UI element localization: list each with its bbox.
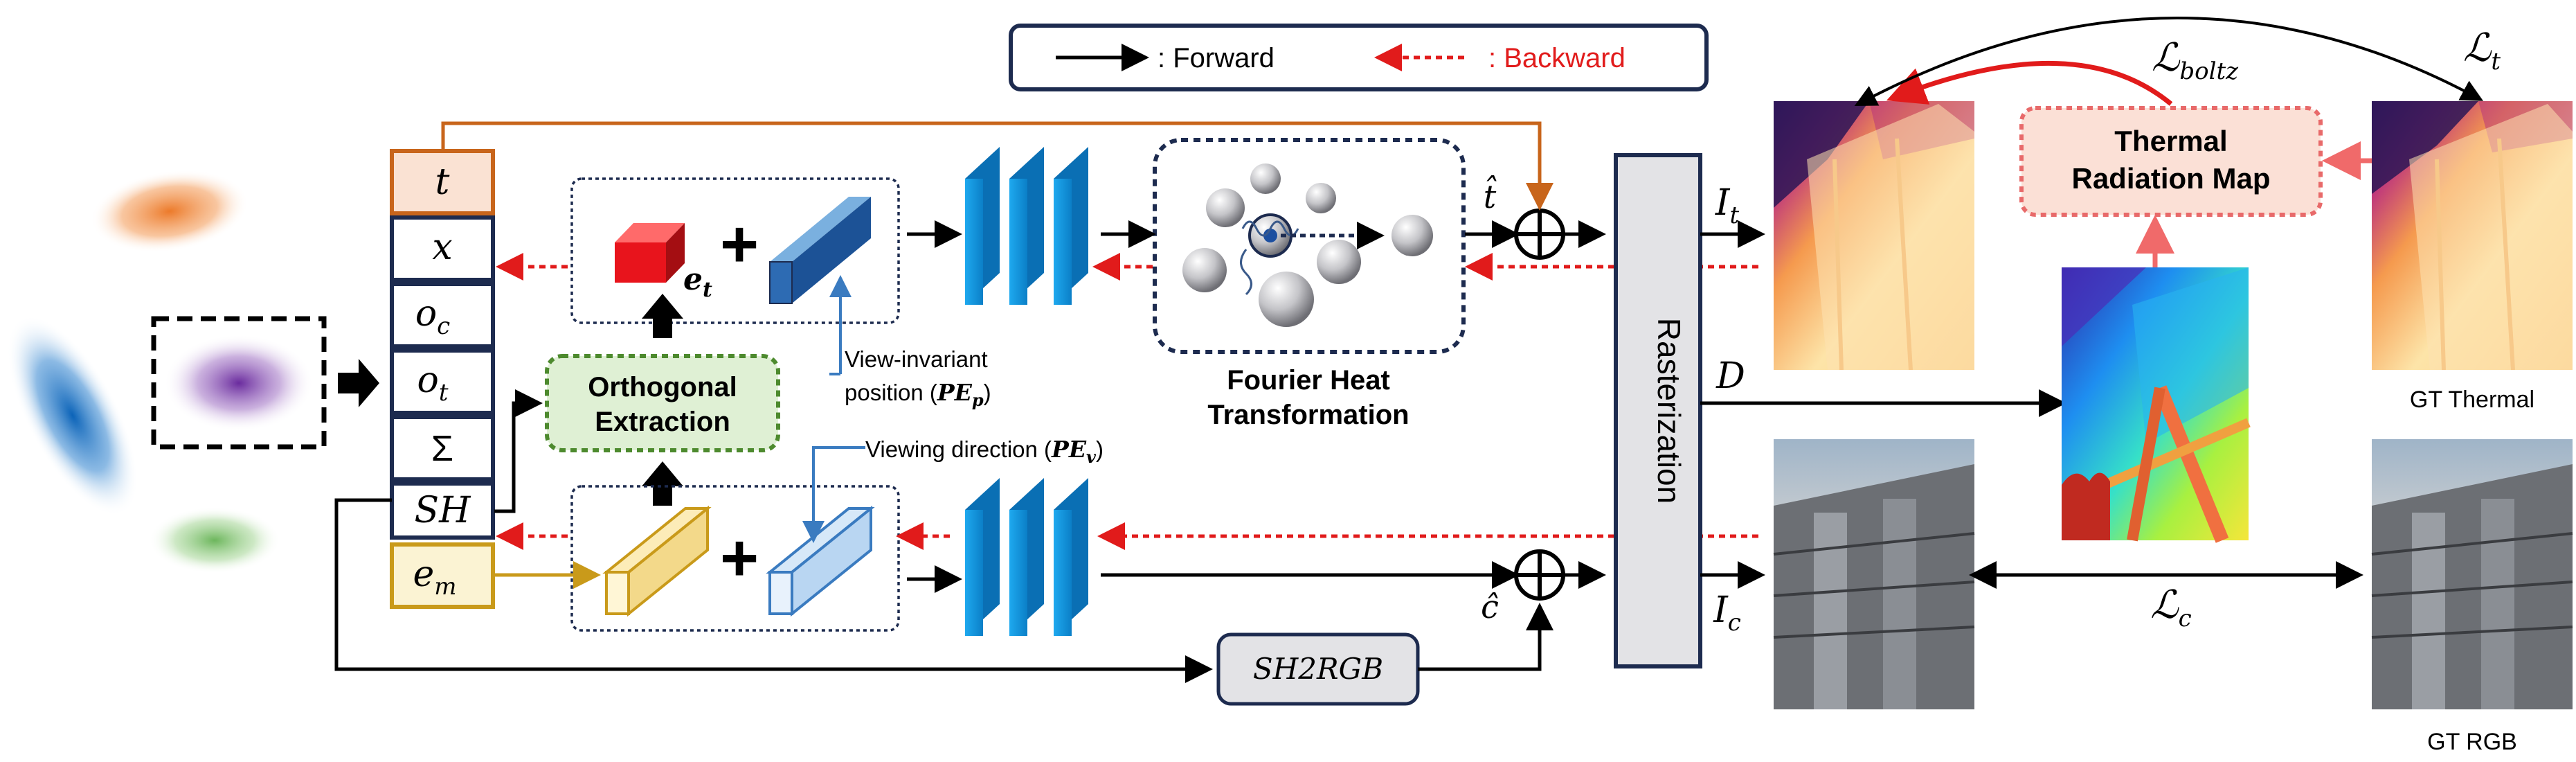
view-invariant-text2: position (PEp) [845,379,991,410]
gaussian-blue [7,315,138,516]
t-skip-path [441,121,1553,211]
fourier-label: Fourier Heat [1227,365,1390,396]
attr-x: x [432,227,452,268]
viewing-direction-text: Viewing direction (PEv) [865,436,1104,467]
attr-oc-box [390,282,495,348]
attr-em-box [390,542,495,609]
legend-box [1009,24,1709,91]
attr-ot: ot [417,360,449,407]
sh2rgb-to-oplus [1418,603,1553,671]
attr-oc: oc [415,293,450,340]
gt-thermal-label: GT Thermal [2410,387,2534,413]
view-invariant-text: View-invariant [845,346,988,372]
gaussian-purple [164,335,314,432]
oplus-thermal [1514,209,1565,260]
fourier-label2: Transformation [1207,400,1409,430]
attr-x-box [390,215,495,282]
attr-t-box [390,149,495,215]
rasterization-box [1614,153,1702,668]
gaussian-orange [90,170,249,253]
orthogonal-box [545,354,780,452]
heat-spheres [1182,163,1433,327]
thermal-radiation-map: Thermal Radiation Map [2019,106,2372,267]
sh2rgb-label: SH2RGB [1253,652,1383,686]
t-hat: t̂ [1484,175,1497,215]
plus-color: + [720,521,759,595]
attr-sigma-box [390,415,495,481]
up-arrow-to-orthogonal [642,461,683,506]
up-arrow-to-et [642,294,683,338]
et-label: et [683,262,712,302]
mlp-color [965,478,1088,636]
thermal-radiation-label2: Radiation Map [2071,162,2270,195]
legend: : Forward : Backward [1009,24,1709,91]
losses: ℒboltz ℒt ℒc [1854,17,2501,632]
Ic-label: Ic [1713,590,1741,637]
em-embedding-box [602,505,712,617]
attr-t: t [435,161,450,203]
plus-thermal: + [720,207,759,281]
input-big-arrow [338,359,379,407]
color-branch: + Viewing direction (PEv) ĉ [334,436,1758,706]
legend-forward-label: : Forward [1158,43,1275,73]
rasterization: Rasterization [1614,153,1702,668]
L-t-label: ℒt [2463,26,2501,76]
viewing-direction-pointer [802,446,865,543]
attr-ot-box [390,348,495,415]
thermal-embedding-group [570,177,900,324]
pe-p-box [769,197,871,304]
attr-sigma: Σ [431,429,453,469]
gaussian-primitives [7,170,379,574]
gt-rgb-image [2371,439,2573,709]
thermal-radiation-box [2019,106,2323,217]
orthogonal-label: Orthogonal [588,372,737,402]
attr-sh-box [390,481,495,540]
orthogonal-extraction: Orthogonal Extraction [494,354,780,513]
L-boltz-arc [1886,60,2173,106]
selected-gaussian-box [151,316,327,450]
L-t-arc [1854,17,2484,106]
depth-map-image [2062,267,2251,543]
gt-rgb-label: GT RGB [2427,729,2517,755]
thermal-radiation-label: Thermal [2114,125,2227,157]
attr-sh: SH [415,490,472,531]
et-embedding-cube [615,223,685,283]
render-outputs: It D Ic [1700,182,2066,637]
orthogonal-label2: Extraction [595,407,730,437]
D-label: D [1715,355,1745,397]
gaussian-green [149,507,280,574]
attribute-stack: t x oc ot Σ SH em [390,149,495,609]
It-label: It [1715,182,1740,229]
thermal-branch: et + View-invariant position (PEp) [441,121,1758,430]
oplus-color [1514,549,1565,601]
legend-backward-label: : Backward [1488,43,1625,73]
sh-to-sh2rgb-path [334,498,1213,683]
c-hat: ĉ [1481,588,1499,626]
mlp-thermal [965,147,1088,305]
L-c-label: ℒc [2150,583,2191,632]
rasterization-label: Rasterization [1651,318,1687,504]
attr-em: em [413,553,456,601]
color-embedding-group [570,485,900,632]
rendered-rgb-image [1773,439,1975,709]
sh-to-orthogonal [494,389,543,513]
L-boltz-label: ℒboltz [2152,35,2239,85]
gt-thermal-image [2372,101,2573,371]
rendered-thermal-image [1774,101,1974,371]
pe-v-box [766,505,875,617]
